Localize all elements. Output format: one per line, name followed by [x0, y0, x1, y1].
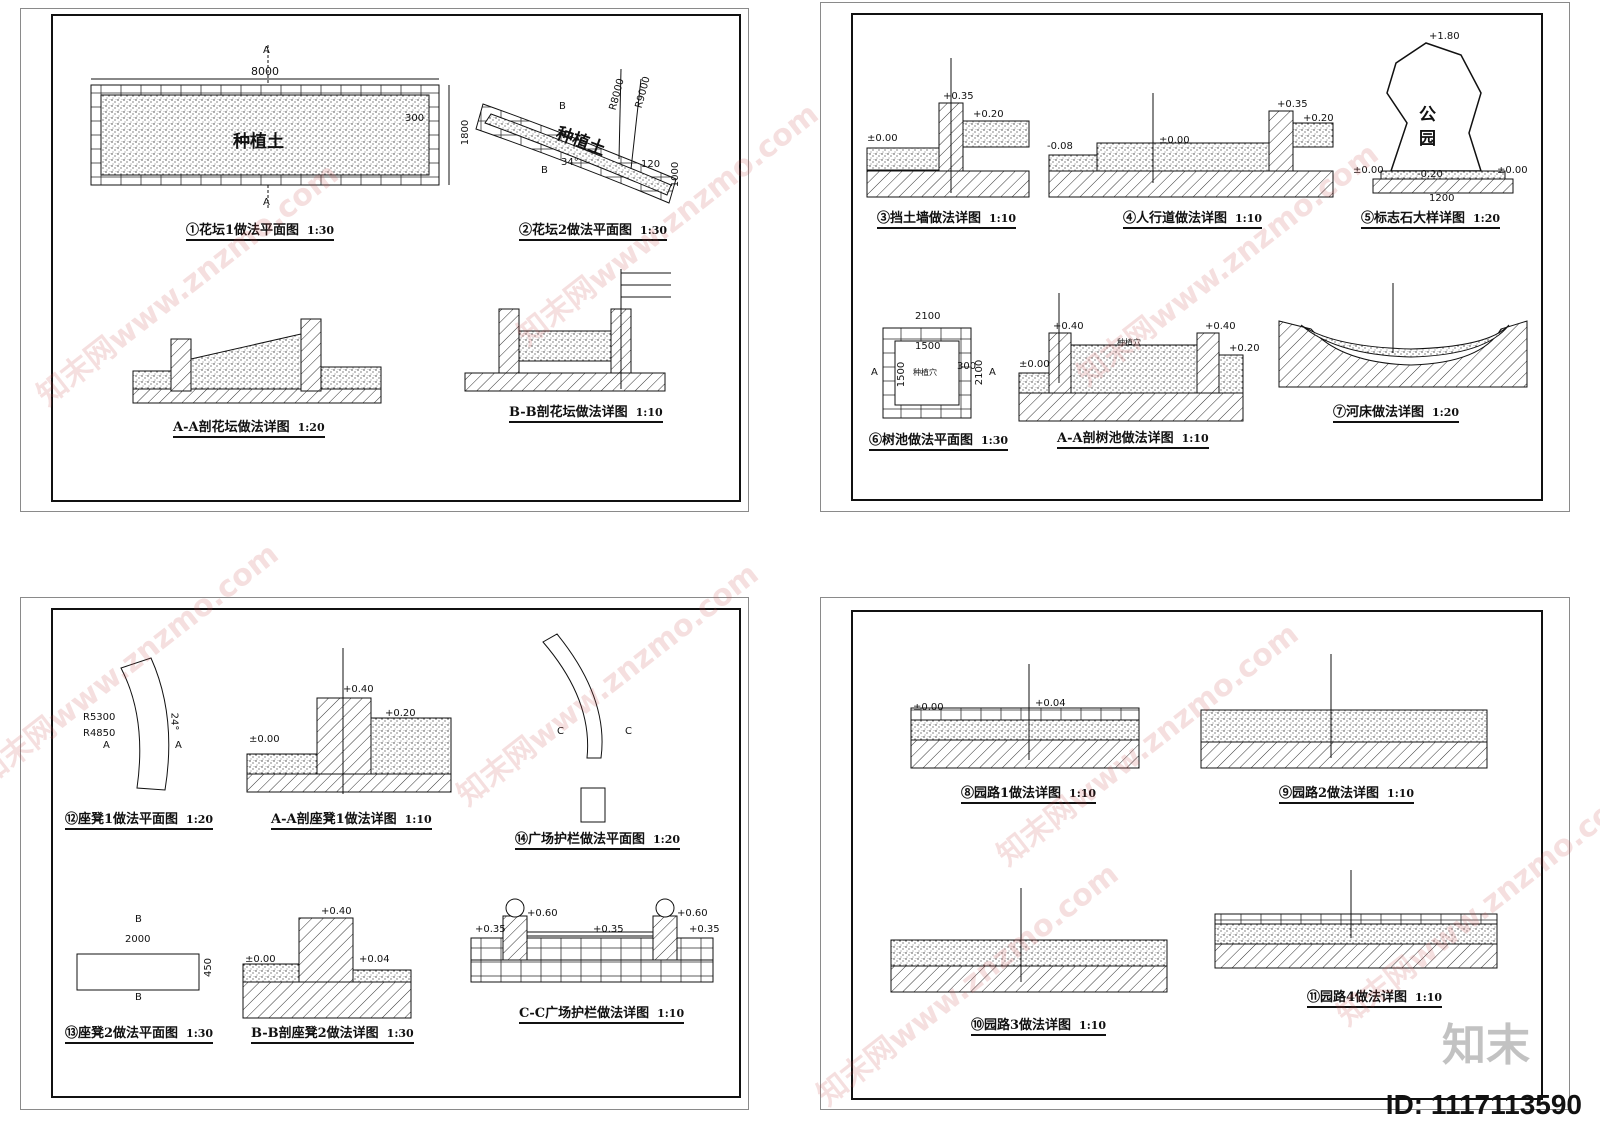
sheet-frame	[851, 13, 1543, 501]
dim-2000: 2000	[125, 934, 151, 945]
elev-000-e: ±0.00	[1019, 359, 1050, 370]
elev-060-a: +0.60	[527, 908, 558, 919]
sheet-frame	[51, 14, 741, 502]
dim-angle-24: 24°	[168, 712, 180, 731]
elev-060-b: +0.60	[677, 908, 708, 919]
sheet-wall-path: +0.35 +0.20 ±0.00 -0.08 ±0.00 +0.35 +0.2…	[820, 2, 1570, 512]
sheet-frame	[51, 608, 741, 1098]
elev-m008: -0.08	[1047, 141, 1073, 152]
elev-004-path1: +0.04	[1035, 698, 1066, 709]
sheet-frame	[851, 610, 1543, 1100]
mark-b-bottom: B	[135, 992, 142, 1003]
elev-035-b: +0.35	[593, 924, 624, 935]
mark-b-1: B	[559, 101, 566, 112]
elev-040-bench1: +0.40	[343, 684, 374, 695]
elev-035-a: +0.35	[475, 924, 506, 935]
mark-a-bottom: A	[263, 197, 270, 208]
elev-004-bench2: +0.04	[359, 954, 390, 965]
plant-hole: 种植穴	[913, 368, 937, 377]
dim-r5300: R5300	[83, 712, 116, 723]
dim-r4850: R4850	[83, 728, 116, 739]
elev-000-bench1: ±0.00	[249, 734, 280, 745]
elev-000-path1: ±0.00	[913, 702, 944, 713]
mark-a-1: A	[103, 740, 110, 751]
wall-path-drawings	[866, 42, 1528, 422]
elev-000-bench2: ±0.00	[245, 954, 276, 965]
mark-a-right: A	[989, 367, 996, 378]
dim-height: 1800	[460, 119, 472, 146]
elev-020-bench1: +0.20	[385, 708, 416, 719]
elev-020-a: +0.20	[973, 109, 1004, 120]
elev-180: +1.80	[1429, 31, 1460, 42]
elev-000-b: ±0.00	[1159, 135, 1190, 146]
elev-000-a: ±0.00	[867, 133, 898, 144]
dim-angle: 34°	[561, 157, 579, 168]
sheet-bench-railing: R5300 R4850 24° A A +0.40 +0.20 ±0.00 C …	[20, 597, 749, 1110]
dim-300: 300	[957, 361, 977, 372]
mark-b-top: B	[135, 914, 142, 925]
mark-a-left: A	[871, 367, 878, 378]
mark-c-1: C	[557, 726, 564, 737]
dim-1200: 1200	[1429, 193, 1455, 204]
elev-020-c: +0.20	[1229, 343, 1260, 354]
dim-1500-v: 1500	[896, 361, 908, 388]
mark-a-top: A	[263, 45, 270, 56]
elev-035-a: +0.35	[943, 91, 974, 102]
elev-040-a: +0.40	[1053, 321, 1084, 332]
elev-035-c: +0.35	[689, 924, 720, 935]
image-id: ID: 1117113590	[1385, 1089, 1582, 1120]
mark-c-2: C	[625, 726, 632, 737]
elev-000-c: ±0.00	[1353, 165, 1384, 176]
dim-2100-v: 2100	[974, 359, 986, 386]
plant-hole-2: 种植穴	[1117, 338, 1141, 347]
bench-railing-drawings	[76, 633, 714, 1019]
dim-width: 8000	[251, 65, 279, 78]
sheet-flowerbed: 8000 1800 300 种植土 A A R8000 R9000 种植土 12…	[20, 8, 749, 512]
elev-000-d: ±0.00	[1497, 165, 1528, 176]
znzmo-logo: 知末	[1442, 1020, 1530, 1071]
elev-040-bench2: +0.40	[321, 906, 352, 917]
dim-120: 120	[641, 159, 661, 170]
dim-450: 450	[203, 957, 215, 978]
garden-path-drawings	[890, 654, 1498, 993]
stone-text: 公 园	[1419, 105, 1436, 149]
mark-b-2: B	[541, 165, 548, 176]
dim-2100: 2100	[915, 311, 941, 322]
mark-a-2: A	[175, 740, 182, 751]
elev-m020: -0.20	[1417, 169, 1443, 180]
flowerbed-drawings	[90, 45, 677, 404]
soil-label: 种植土	[233, 132, 284, 152]
elev-020-b: +0.20	[1303, 113, 1334, 124]
dim-1500: 1500	[915, 341, 941, 352]
dim-border: 300	[405, 113, 425, 124]
elev-040-b: +0.40	[1205, 321, 1236, 332]
elev-035-b: +0.35	[1277, 99, 1308, 110]
dim-1000: 1000	[670, 161, 682, 188]
